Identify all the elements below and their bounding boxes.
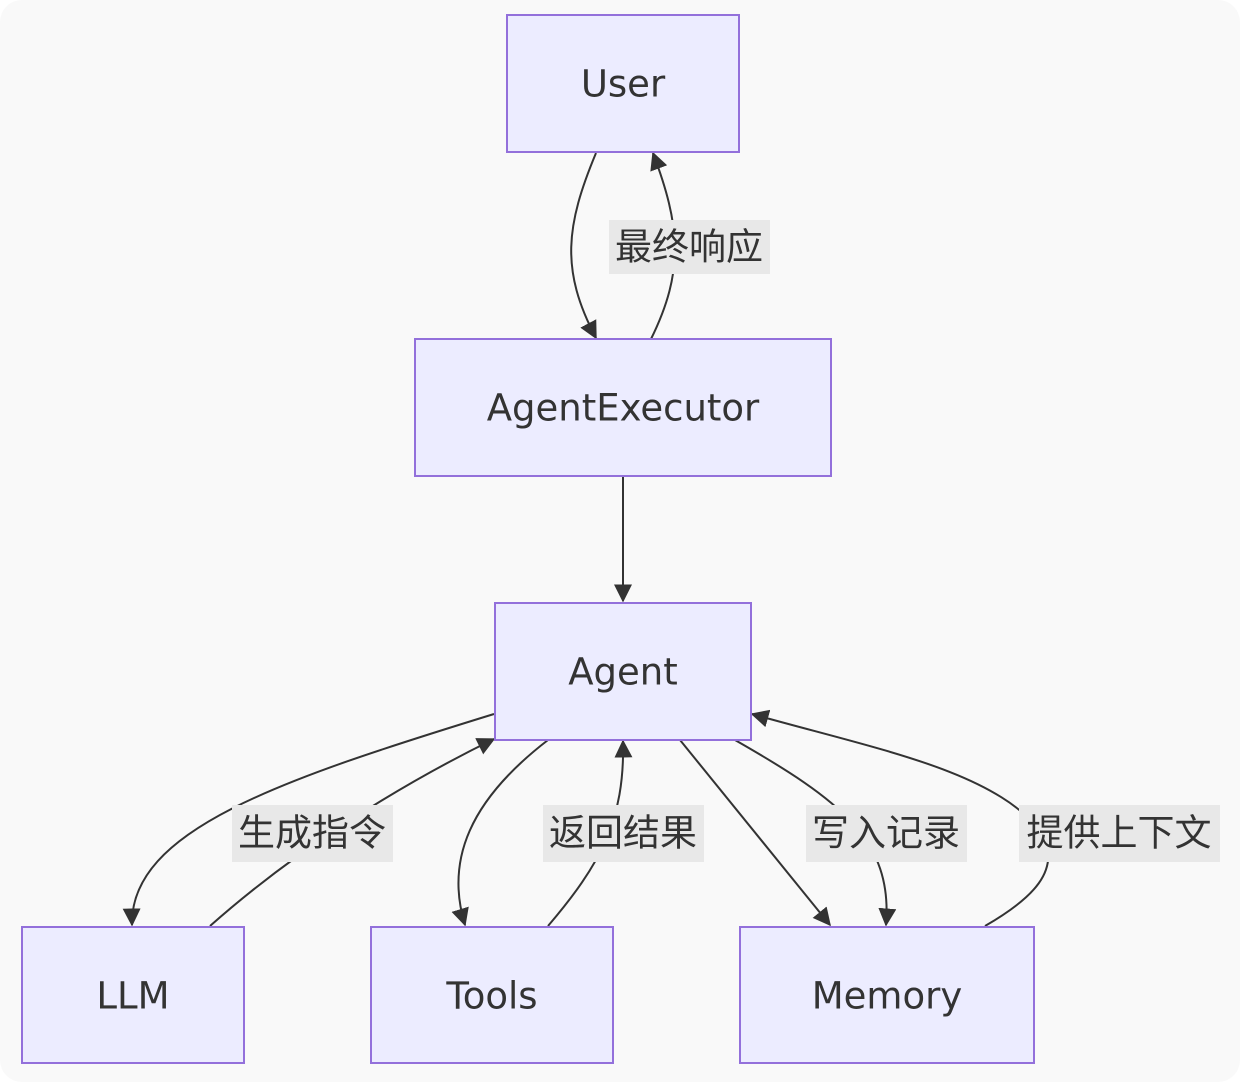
node-tools: Tools bbox=[370, 926, 614, 1064]
edge-user-to-executor bbox=[570, 152, 597, 340]
edge-agent-to-tools bbox=[451, 739, 549, 927]
edge-label-generate-instructions: 生成指令 bbox=[232, 805, 393, 862]
nodes: User AgentExecutor Agent LLM Tools Memor… bbox=[21, 14, 1035, 1064]
node-user: User bbox=[506, 14, 740, 153]
edge-label-write-record: 写入记录 bbox=[806, 805, 967, 862]
svg-text:返回结果: 返回结果 bbox=[549, 812, 697, 855]
svg-text:Tools: Tools bbox=[445, 975, 537, 1018]
node-memory: Memory bbox=[739, 926, 1035, 1064]
node-agent: Agent bbox=[494, 602, 752, 741]
svg-text:最终响应: 最终响应 bbox=[615, 226, 763, 269]
svg-text:生成指令: 生成指令 bbox=[238, 812, 386, 855]
edge-label-provide-context: 提供上下文 bbox=[1019, 805, 1220, 862]
svg-text:AgentExecutor: AgentExecutor bbox=[487, 387, 760, 430]
svg-text:LLM: LLM bbox=[96, 975, 169, 1018]
svg-text:写入记录: 写入记录 bbox=[812, 812, 960, 855]
svg-text:Agent: Agent bbox=[568, 651, 678, 694]
node-llm: LLM bbox=[21, 926, 245, 1064]
node-agent-executor: AgentExecutor bbox=[414, 338, 832, 477]
edge-agent-to-memory bbox=[679, 739, 831, 927]
svg-text:提供上下文: 提供上下文 bbox=[1027, 812, 1212, 855]
edge-label-return-results: 返回结果 bbox=[543, 805, 704, 862]
svg-text:User: User bbox=[581, 63, 666, 106]
edge-label-final-response: 最终响应 bbox=[609, 220, 770, 274]
edge-labels: 最终响应 生成指令 返回结果 写入记录 提供上下文 bbox=[232, 220, 1220, 862]
svg-text:Memory: Memory bbox=[812, 975, 962, 1018]
